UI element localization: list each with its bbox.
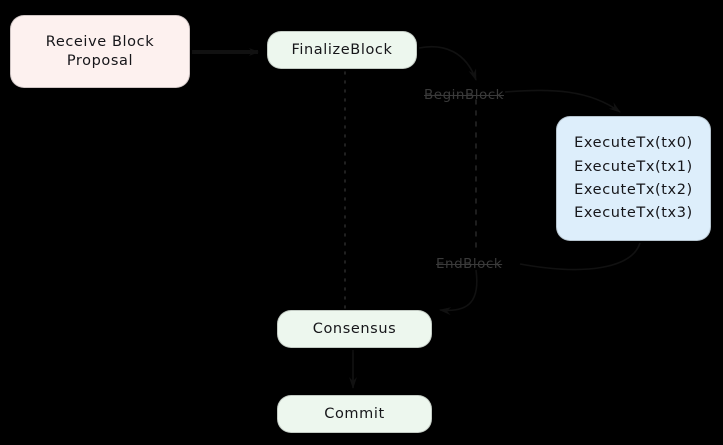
edge-executetx-to-endblock — [519, 242, 641, 271]
commit-node[interactable]: Commit — [277, 395, 432, 433]
execute-tx-node[interactable]: ExecuteTx(tx0) ExecuteTx(tx1) ExecuteTx(… — [556, 116, 711, 241]
node-text-line: Proposal — [66, 52, 134, 69]
node-text-line: Receive Block — [45, 33, 155, 50]
node-text-line: ExecuteTx(tx2) — [574, 182, 693, 198]
edge-beginblock-to-executetx — [504, 89, 621, 113]
edge-label-beginblock: BeginBlock — [424, 87, 504, 103]
edge-label-endblock: EndBlock — [436, 256, 503, 272]
edge-endblock-to-consensus — [439, 269, 478, 316]
node-text-line: ExecuteTx(tx3) — [574, 205, 693, 222]
receive-block-proposal-node[interactable]: Receive Block Proposal — [10, 15, 190, 88]
node-text-line: Commit — [324, 405, 385, 422]
finalize-block-node[interactable]: FinalizeBlock — [267, 31, 417, 69]
edge-finalize-to-beginblock — [418, 45, 477, 81]
node-text-line: FinalizeBlock — [291, 41, 393, 58]
node-text-line: ExecuteTx(tx0) — [574, 135, 693, 152]
node-text-line: ExecuteTx(tx1) — [574, 158, 693, 175]
consensus-node[interactable]: Consensus — [277, 310, 432, 348]
node-text-line: Consensus — [312, 320, 397, 337]
